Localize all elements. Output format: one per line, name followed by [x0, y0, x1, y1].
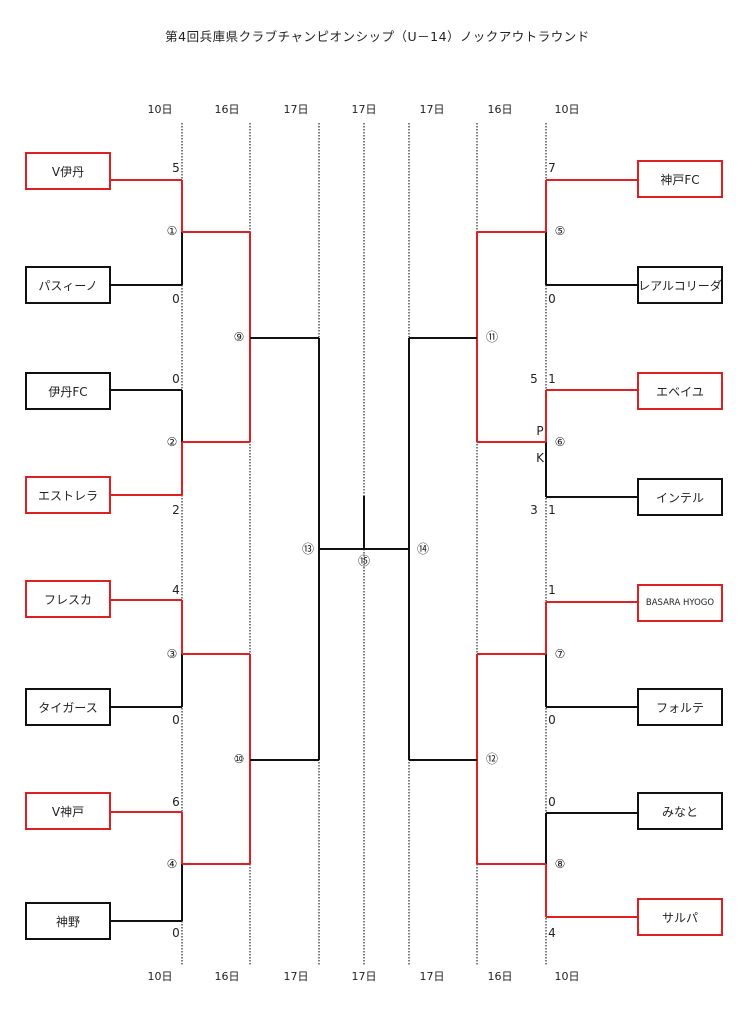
day-header-top-7: 10日: [554, 103, 580, 116]
team-right-3: エベイユ: [637, 372, 723, 410]
team-right-5: BASARA HYOGO: [637, 584, 723, 622]
pk-label-p: P: [536, 424, 544, 438]
team-left-8: 神野: [25, 902, 111, 940]
day-header-bottom-3: 17日: [283, 970, 309, 983]
day-header-bottom-6: 16日: [487, 970, 513, 983]
match-number-8: ⑧: [554, 857, 566, 871]
match-number-9: ⑨: [233, 330, 245, 344]
team-left-5: フレスカ: [25, 580, 111, 618]
team-name: みなと: [661, 804, 698, 819]
match-number-15: ⑮: [357, 554, 370, 568]
score-left-1: 5: [172, 161, 180, 175]
team-name: フレスカ: [43, 592, 92, 607]
team-left-4: エストレラ: [25, 476, 111, 514]
team-name: レアルコリーダ: [638, 278, 722, 293]
match-number-10: ⑩: [233, 752, 245, 766]
day-header-top-6: 16日: [487, 103, 513, 116]
team-name: タイガース: [38, 700, 98, 715]
day-header-bottom-2: 16日: [214, 970, 240, 983]
score-left-3: 0: [172, 372, 180, 386]
team-left-7: V神戸: [25, 792, 111, 830]
match-number-2: ②: [166, 435, 178, 449]
team-name: インテル: [655, 490, 704, 505]
team-name: BASARA HYOGO: [645, 598, 715, 608]
match-number-4: ④: [166, 857, 178, 871]
match-number-6: ⑥: [554, 435, 566, 449]
team-name: パスィーノ: [38, 278, 98, 293]
team-right-1: 神戸FC: [637, 160, 723, 198]
match-number-12: ⑫: [485, 752, 498, 766]
score-right-4: 1: [548, 503, 556, 517]
match-number-11: ⑪: [485, 330, 498, 344]
team-name: フォルテ: [655, 700, 704, 715]
match-number-13: ⑬: [301, 542, 314, 556]
team-name: 神戸FC: [660, 172, 700, 187]
day-header-top-4: 17日: [351, 103, 377, 116]
team-name: サルパ: [661, 910, 698, 925]
match-number-14: ⑭: [416, 542, 429, 556]
team-right-6: フォルテ: [637, 688, 723, 726]
score-right-6: 0: [548, 713, 556, 727]
score-right-5: 1: [548, 583, 556, 597]
match-number-1: ①: [166, 224, 178, 238]
pk-score-right-4: 3: [530, 503, 538, 517]
page-title: 第4回兵庫県クラブチャンピオンシップ（U－14）ノックアウトラウンド: [165, 29, 590, 44]
match-number-7: ⑦: [554, 647, 566, 661]
pk-label-k: K: [536, 451, 544, 465]
team-right-4: インテル: [637, 478, 723, 516]
match-number-3: ③: [166, 647, 178, 661]
score-left-7: 6: [172, 795, 180, 809]
team-left-3: 伊丹FC: [25, 372, 111, 410]
score-right-2: 0: [548, 292, 556, 306]
team-right-2: レアルコリーダ: [637, 266, 723, 304]
day-header-bottom-4: 17日: [351, 970, 377, 983]
score-right-8: 4: [548, 926, 556, 940]
score-left-4: 2: [172, 503, 180, 517]
team-left-6: タイガース: [25, 688, 111, 726]
team-name: エベイユ: [656, 384, 704, 399]
day-header-bottom-5: 17日: [419, 970, 445, 983]
team-name: 神野: [55, 914, 80, 929]
team-left-1: V伊丹: [25, 152, 111, 190]
score-right-1: 7: [548, 161, 556, 175]
team-name: 伊丹FC: [48, 384, 88, 399]
team-name: V伊丹: [51, 164, 85, 179]
score-left-5: 4: [172, 583, 180, 597]
score-right-3: 1: [548, 372, 556, 386]
team-name: エストレラ: [37, 488, 98, 503]
day-header-bottom-1: 10日: [147, 970, 173, 983]
score-left-8: 0: [172, 926, 180, 940]
team-right-7: みなと: [637, 792, 723, 830]
day-header-top-5: 17日: [419, 103, 445, 116]
team-left-2: パスィーノ: [25, 266, 111, 304]
team-name: V神戸: [51, 804, 85, 819]
match-number-5: ⑤: [554, 224, 566, 238]
team-right-8: サルパ: [637, 898, 723, 936]
day-header-top-2: 16日: [214, 103, 240, 116]
score-right-7: 0: [548, 795, 556, 809]
score-left-6: 0: [172, 713, 180, 727]
day-header-top-3: 17日: [283, 103, 309, 116]
day-header-top-1: 10日: [147, 103, 173, 116]
score-left-2: 0: [172, 292, 180, 306]
day-header-bottom-7: 10日: [554, 970, 580, 983]
pk-score-right-3: 5: [530, 372, 538, 386]
